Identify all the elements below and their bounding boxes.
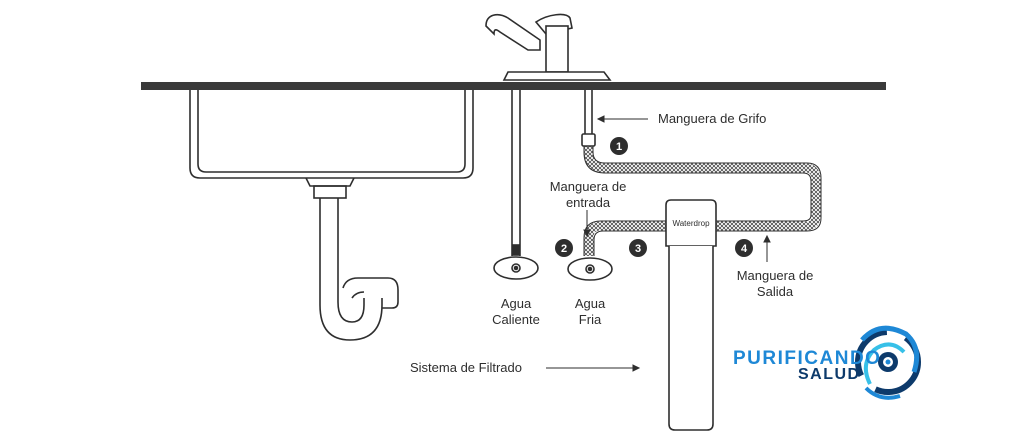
hot-water-label: Agua Caliente [476,296,556,328]
step-badge-2: 2 [555,239,573,257]
inlet-hose-label-line2: entrada [565,195,611,210]
filter-brand: Waterdrop [672,219,710,228]
logo-text-line1: PURIFICANDO [733,348,882,369]
countertop [141,82,886,90]
step-badge-3: 3 [629,239,647,257]
cold-water-valve [567,257,613,281]
hot-water-label-line2: Caliente [492,312,540,327]
p-trap [319,198,399,341]
cold-water-label-line2: Fria [578,312,602,327]
step-badge-1: 1 [610,137,628,155]
tap-hose-label: Manguera de Grifo [658,111,767,126]
outlet-hose-label-line2: Salida [756,284,794,299]
svg-text:4: 4 [741,243,748,255]
outlet-hose-label: Manguera de Salida [720,268,830,300]
sink-basin [189,90,474,199]
logo-text-line2: SALUD [798,366,861,383]
filter-housing [665,199,717,431]
hot-water-valve [493,90,539,280]
svg-text:1: 1 [616,141,622,153]
hot-water-label-line1: Agua [500,296,532,311]
svg-text:3: 3 [635,243,641,255]
outlet-hose-label-line1: Manguera de [736,268,814,283]
cold-water-label-line1: Agua [574,296,606,311]
svg-text:2: 2 [561,243,567,255]
cold-water-label: Agua Fria [560,296,620,328]
faucet [485,13,612,81]
tap-hose-braided [584,146,821,231]
pointer-arrows [546,115,771,372]
tap-supply-line [581,90,596,147]
inlet-hose-braided [584,221,668,256]
filter-system-label: Sistema de Filtrado [410,360,522,375]
purificando-salud-logo [855,325,921,400]
inlet-hose-label: Manguera de entrada [533,179,643,211]
step-badge-4: 4 [735,239,753,257]
inlet-hose-label-line1: Manguera de [549,179,627,194]
